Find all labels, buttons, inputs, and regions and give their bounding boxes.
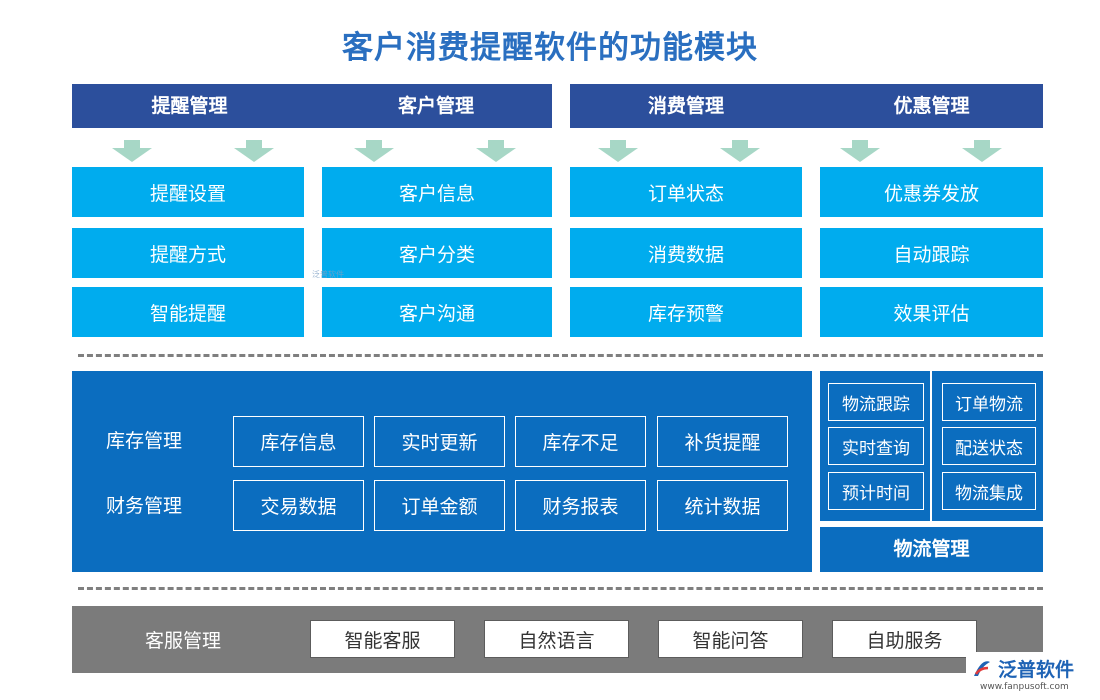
logistics-tracking: 物流跟踪 — [828, 383, 924, 421]
module-coupon-issue: 优惠券发放 — [820, 167, 1043, 217]
smart-qa: 智能问答 — [658, 620, 803, 658]
header-consumption-management: 消费管理 — [647, 95, 724, 117]
dashed-divider — [78, 587, 1043, 590]
down-arrow-icon — [840, 140, 880, 162]
down-arrow-icon — [476, 140, 516, 162]
brand-logo-url: www.fanpusoft.com — [980, 682, 1069, 692]
down-arrow-icon — [598, 140, 638, 162]
natural-language: 自然语言 — [484, 620, 629, 658]
down-arrow-icon — [234, 140, 274, 162]
inventory-info: 库存信息 — [233, 416, 364, 467]
down-arrow-icon — [112, 140, 152, 162]
statistics-data: 统计数据 — [657, 480, 788, 531]
module-reminder-settings: 提醒设置 — [72, 167, 304, 217]
logistics-divider — [930, 371, 932, 521]
page-title: 客户消费提醒软件的功能模块 — [342, 30, 758, 66]
smart-customer-service: 智能客服 — [310, 620, 455, 658]
self-service: 自助服务 — [832, 620, 977, 658]
inventory-finance-panel — [72, 371, 812, 572]
order-amount: 订单金额 — [374, 480, 505, 531]
brand-logo-name: 泛普软件 — [998, 659, 1075, 681]
inventory-management-label: 库存管理 — [106, 430, 183, 452]
transaction-data: 交易数据 — [233, 480, 364, 531]
financial-report: 财务报表 — [515, 480, 646, 531]
restock-reminder: 补货提醒 — [657, 416, 788, 467]
delivery-status: 配送状态 — [942, 427, 1036, 465]
header-customer-management: 客户管理 — [397, 95, 474, 117]
realtime-update: 实时更新 — [374, 416, 505, 467]
module-customer-category: 客户分类 — [322, 228, 552, 278]
brand-logo-icon — [974, 661, 990, 676]
header-reminder-management: 提醒管理 — [151, 95, 228, 117]
dashed-divider — [78, 354, 1043, 357]
watermark-logo: 泛普软件 — [312, 270, 344, 279]
module-consumption-data: 消费数据 — [570, 228, 802, 278]
down-arrow-icon — [354, 140, 394, 162]
logistics-label-bar — [820, 527, 1043, 572]
header-discount-management: 优惠管理 — [893, 95, 970, 117]
module-effect-evaluation: 效果评估 — [820, 287, 1043, 337]
module-auto-tracking: 自动跟踪 — [820, 228, 1043, 278]
module-order-status: 订单状态 — [570, 167, 802, 217]
module-customer-info: 客户信息 — [322, 167, 552, 217]
brand-logo: 泛普软件 www.fanpusoft.com — [966, 652, 1094, 696]
finance-management-label: 财务管理 — [106, 495, 183, 517]
customer-service-label: 客服管理 — [145, 630, 222, 652]
realtime-query: 实时查询 — [828, 427, 924, 465]
header-bar-left — [72, 84, 552, 128]
module-smart-reminder: 智能提醒 — [72, 287, 304, 337]
header-bar-right — [570, 84, 1043, 128]
module-customer-communication: 客户沟通 — [322, 287, 552, 337]
estimated-time: 预计时间 — [828, 472, 924, 510]
module-reminder-method: 提醒方式 — [72, 228, 304, 278]
inventory-shortage: 库存不足 — [515, 416, 646, 467]
logistics-items-panel — [820, 371, 1043, 521]
down-arrow-icon — [720, 140, 760, 162]
logistics-management-label: 物流管理 — [893, 538, 970, 560]
module-inventory-warning: 库存预警 — [570, 287, 802, 337]
order-logistics: 订单物流 — [942, 383, 1036, 421]
down-arrow-icon — [962, 140, 1002, 162]
logistics-integration: 物流集成 — [942, 472, 1036, 510]
